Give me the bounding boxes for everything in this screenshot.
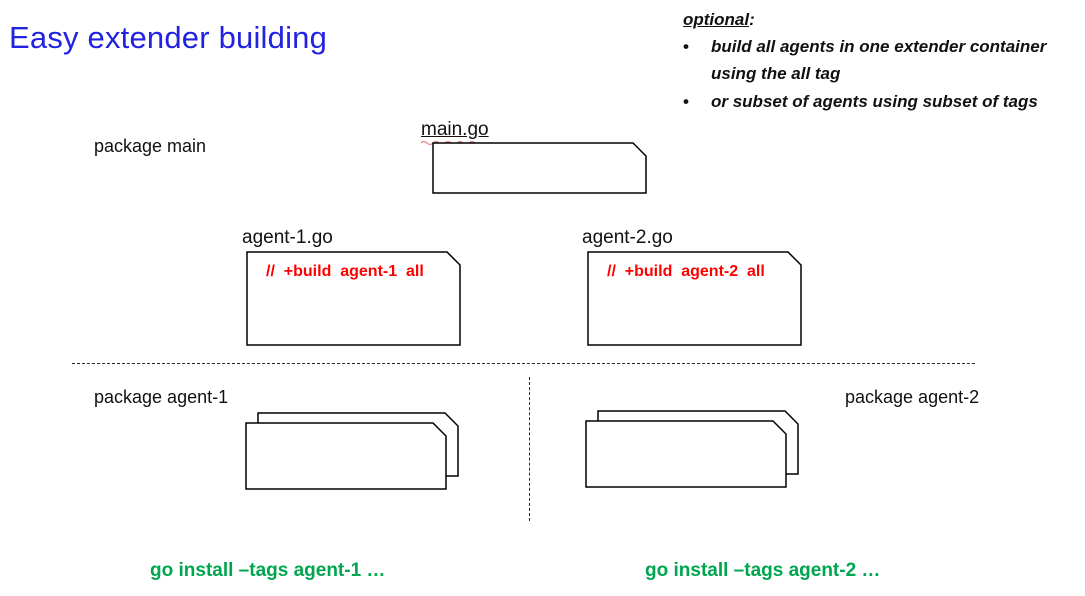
agent1-go-file-shape: [246, 251, 461, 346]
bullet-text: build all agents in one extender contain…: [711, 37, 1047, 84]
install-command-agent2: go install –tags agent-2 …: [645, 560, 881, 581]
vertical-dashed-divider: [529, 377, 530, 521]
slide-title: Easy extender building: [9, 20, 328, 55]
agent2-go-label: agent-2.go: [582, 227, 673, 248]
package-agent2-label: package agent-2: [845, 387, 980, 407]
optional-notes: optional: • build all agents in one exte…: [683, 6, 1085, 115]
front-file-outline: [245, 422, 447, 490]
package-agent1-label: package agent-1: [94, 387, 229, 407]
main-go-file-shape: [432, 142, 647, 194]
front-file-outline: [585, 420, 787, 488]
bullet-marker: •: [683, 37, 689, 57]
package-main-label: package main: [94, 136, 207, 156]
file-shape-outline: [432, 142, 647, 194]
agent2-build-tag: // +build agent-2 all: [607, 263, 765, 280]
agent1-build-tag: // +build agent-1 all: [266, 263, 424, 280]
file-shape-outline: [246, 251, 461, 346]
agent2-stacked-files: [585, 410, 799, 488]
main-go-label: main.go: [421, 119, 489, 140]
agent2-go-file-shape: [587, 251, 802, 346]
notes-bullet-1: • build all agents in one extender conta…: [683, 33, 1085, 87]
notes-heading-text: optional: [683, 10, 750, 29]
install-command-agent1: go install –tags agent-1 …: [150, 560, 386, 581]
horizontal-dashed-divider: [72, 363, 975, 364]
bullet-text: or subset of agents using subset of tags: [711, 91, 1038, 111]
notes-heading-colon: :: [749, 10, 755, 29]
file-shape-outline: [587, 251, 802, 346]
notes-heading: optional:: [683, 6, 1085, 33]
agent1-go-label: agent-1.go: [242, 227, 333, 248]
bullet-marker: •: [683, 91, 689, 111]
notes-bullet-2: • or subset of agents using subset of ta…: [683, 88, 1085, 115]
agent1-stacked-files: [245, 412, 459, 490]
